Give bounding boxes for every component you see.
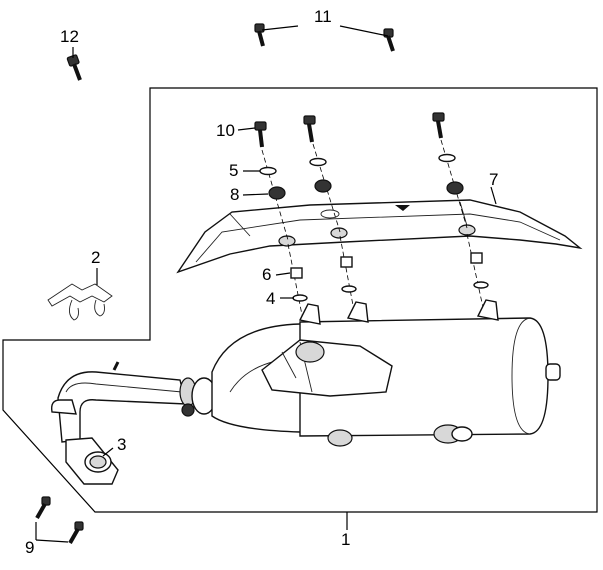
part-8-grommets <box>268 179 464 200</box>
callout-6: 6 <box>262 265 272 284</box>
callout-5: 5 <box>229 161 239 180</box>
part-10-bolts <box>254 112 445 148</box>
callout-4: 4 <box>266 289 276 308</box>
part-4-washers <box>292 281 489 302</box>
part-3-gasket <box>84 451 112 473</box>
callout-8: 8 <box>230 185 240 204</box>
part-11-bolts <box>254 23 395 52</box>
part-1-muffler <box>50 299 561 485</box>
callout-7: 7 <box>489 170 499 189</box>
part-7-heat-shield <box>176 199 583 274</box>
callout-9: 9 <box>25 538 35 557</box>
leader-lines <box>35 25 497 543</box>
part-12-bolt <box>66 54 82 81</box>
callout-10: 10 <box>216 121 235 140</box>
callout-3: 3 <box>117 435 127 454</box>
hardware-axis-lines <box>261 139 485 321</box>
part-9-studs <box>35 496 84 544</box>
callout-12: 12 <box>60 27 79 46</box>
part-6-collars <box>290 252 483 279</box>
part-2-bracket <box>47 283 113 321</box>
callout-1: 1 <box>341 530 351 549</box>
callout-11: 11 <box>314 7 332 26</box>
callout-2: 2 <box>91 248 101 267</box>
part-5-washers <box>259 153 456 176</box>
assembly-boundary <box>2 87 598 513</box>
